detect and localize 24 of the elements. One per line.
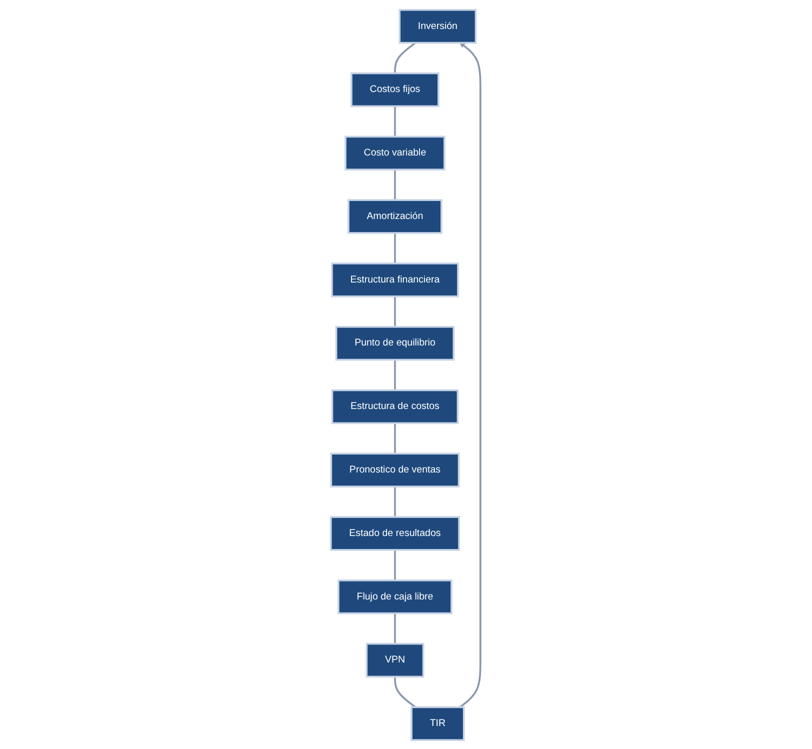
connector [394,359,396,390]
node-box: Punto de equilibrio [336,325,455,360]
node-box: Pronostico de ventas [330,452,460,487]
connector [394,549,396,580]
connector [394,296,396,326]
connector [394,169,396,200]
node-box: TIR [410,706,466,740]
connector [394,422,396,454]
connector [394,232,396,263]
connector [394,106,396,136]
connector [394,612,396,644]
node-box: Amortización [348,198,443,234]
node-box: Costos fijos [350,72,440,107]
connector [394,42,416,73]
node-box: VPN [366,642,425,678]
node-box: Estado de resultados [330,516,460,550]
connector [394,486,396,517]
arrow [460,42,482,708]
node-box: Inversión [399,8,478,44]
node-box: Estructura financiera [331,262,460,297]
node-box: Estructura de costos [332,388,459,424]
connector [394,676,416,708]
node-box: Flujo de caja libre [338,579,453,614]
node-box: Costo variable [344,135,446,170]
